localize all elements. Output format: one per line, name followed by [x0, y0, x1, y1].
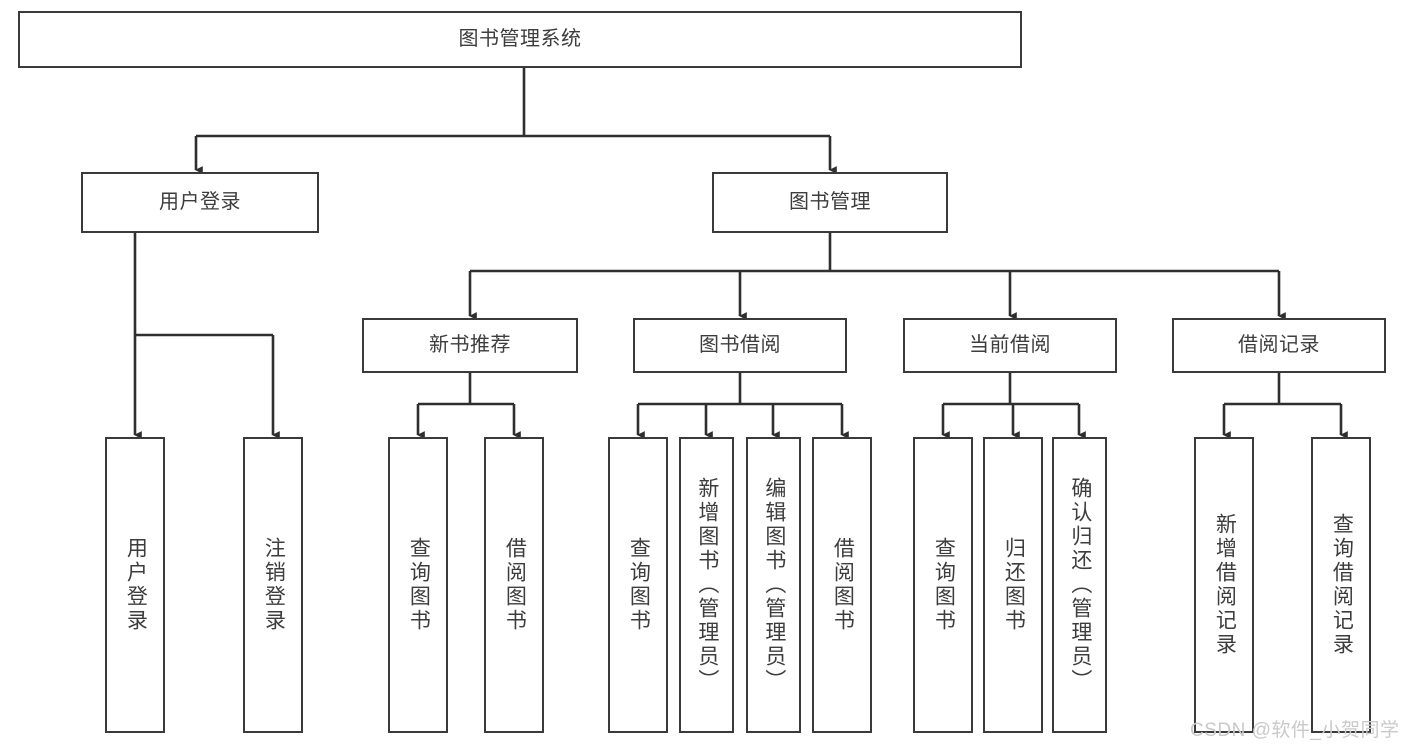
node-label: 查询图书 — [932, 537, 956, 633]
node-f-user-login[interactable]: 用户登录 — [105, 437, 165, 733]
node-book-borrow[interactable]: 图书借阅 — [633, 318, 847, 373]
node-root[interactable]: 图书管理系统 — [18, 11, 1022, 68]
node-label: 用户登录 — [124, 537, 148, 633]
node-f-bb-borrow[interactable]: 借阅图书 — [812, 437, 872, 733]
node-label: 新书推荐 — [429, 333, 511, 356]
node-label: 图书借阅 — [699, 333, 781, 356]
node-label: 借阅图书 — [503, 537, 527, 633]
node-f-cb-return[interactable]: 归还图书 — [983, 437, 1043, 733]
watermark-text: CSDN @软件_小贺同学 — [1190, 720, 1400, 741]
node-label: 编辑图书（管理员） — [762, 477, 786, 693]
node-label: 用户登录 — [159, 190, 241, 213]
node-f-cb-confirm[interactable]: 确认归还（管理员） — [1052, 437, 1107, 733]
connector-paths — [133, 68, 1348, 439]
node-label: 查询借阅记录 — [1330, 513, 1354, 657]
node-f-bb-edit[interactable]: 编辑图书（管理员） — [746, 437, 801, 733]
node-current-borrow[interactable]: 当前借阅 — [903, 318, 1117, 373]
node-user-login[interactable]: 用户登录 — [81, 172, 319, 233]
node-label: 新增借阅记录 — [1213, 513, 1237, 657]
node-label: 归还图书 — [1002, 537, 1026, 633]
node-label: 注销登录 — [262, 537, 286, 633]
node-f-br-add[interactable]: 新增借阅记录 — [1194, 437, 1254, 733]
node-f-bb-add[interactable]: 新增图书（管理员） — [679, 437, 734, 733]
node-f-cb-query[interactable]: 查询图书 — [913, 437, 973, 733]
node-label: 借阅记录 — [1238, 333, 1320, 356]
node-label: 图书管理 — [789, 190, 871, 213]
node-f-br-query[interactable]: 查询借阅记录 — [1311, 437, 1371, 733]
node-new-book-rec[interactable]: 新书推荐 — [362, 318, 578, 373]
node-label: 查询图书 — [627, 537, 651, 633]
node-f-nb-query[interactable]: 查询图书 — [388, 437, 448, 733]
node-label: 借阅图书 — [831, 537, 855, 633]
node-f-nb-borrow[interactable]: 借阅图书 — [484, 437, 544, 733]
node-f-user-logout[interactable]: 注销登录 — [243, 437, 303, 733]
node-label: 查询图书 — [407, 537, 431, 633]
node-book-manage[interactable]: 图书管理 — [712, 172, 948, 233]
node-label: 新增图书（管理员） — [695, 477, 719, 693]
node-label: 图书管理系统 — [458, 27, 582, 50]
node-label: 确认归还（管理员） — [1068, 477, 1092, 693]
node-borrow-record[interactable]: 借阅记录 — [1172, 318, 1386, 373]
node-label: 当前借阅 — [969, 333, 1051, 356]
node-f-bb-query[interactable]: 查询图书 — [608, 437, 668, 733]
